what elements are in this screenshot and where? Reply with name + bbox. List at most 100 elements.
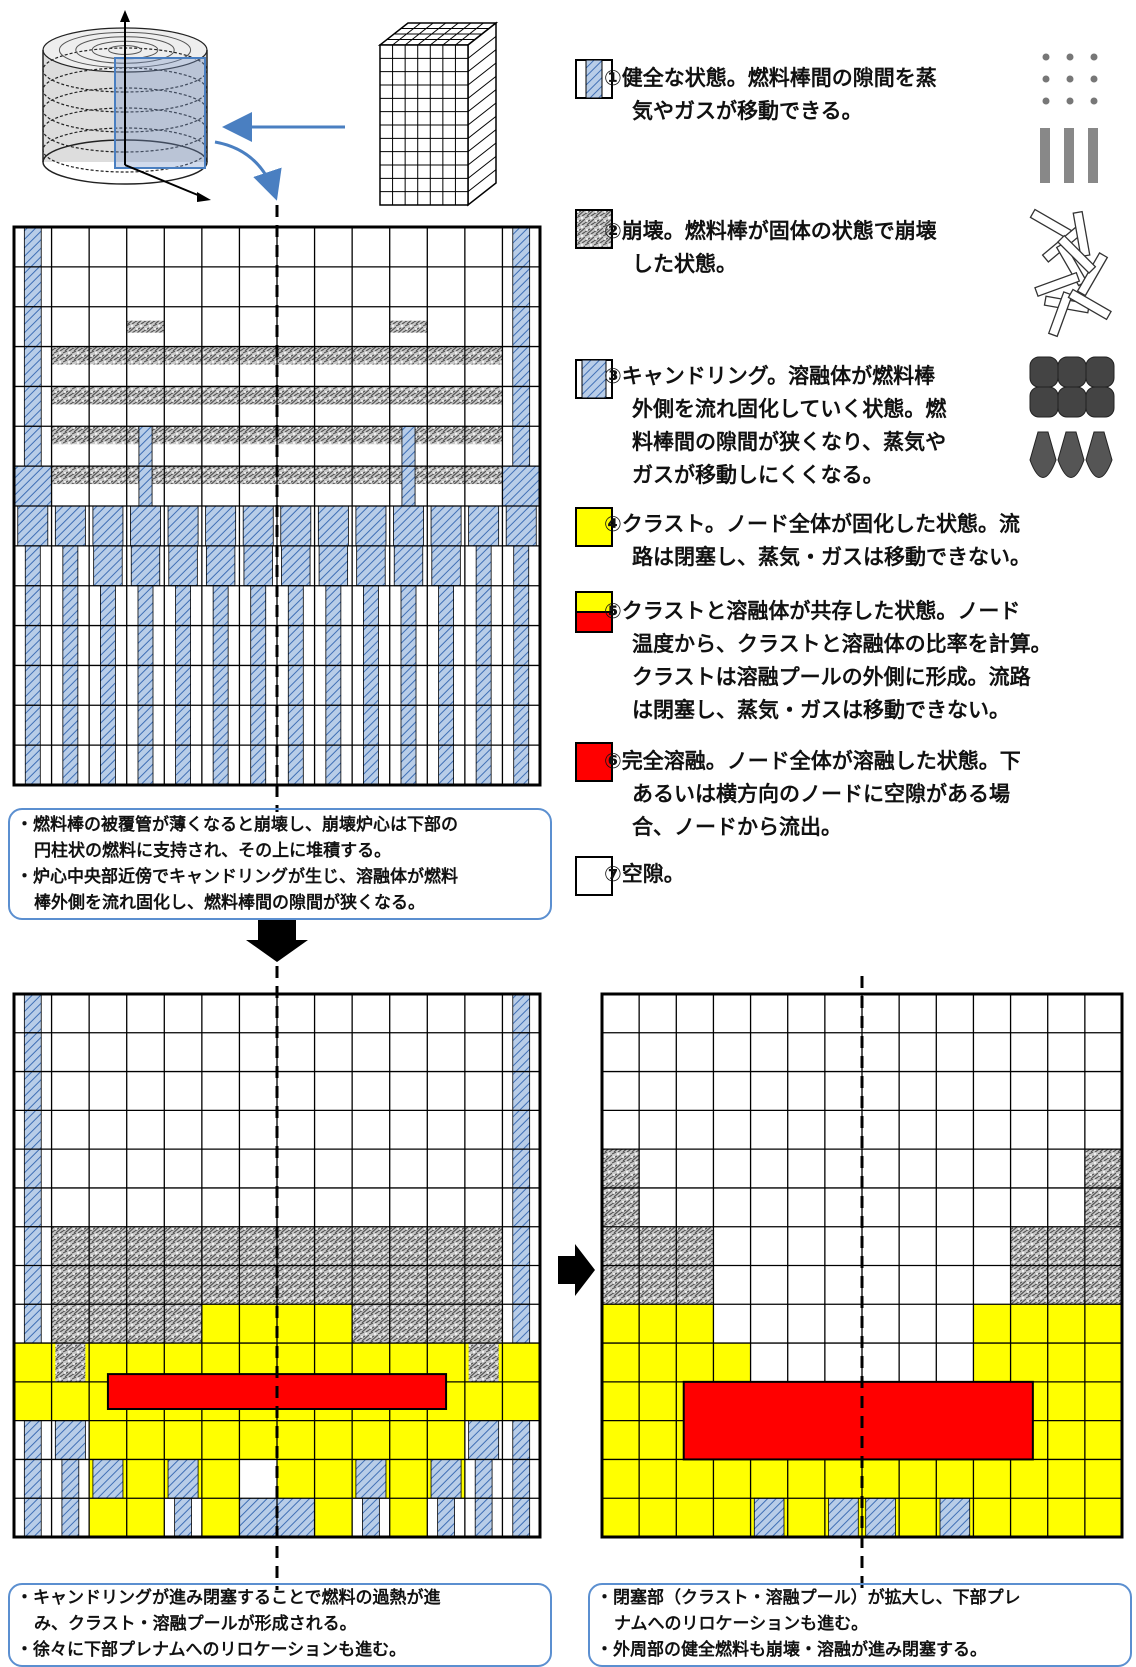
healthy-rod: [475, 545, 492, 587]
core-cylinder-illustration: [42, 10, 211, 202]
crust: [164, 1420, 202, 1460]
crust: [602, 1420, 640, 1460]
healthy-rod: [325, 704, 342, 746]
assembly-line: [467, 75, 497, 99]
assembly-line: [467, 169, 497, 193]
crust: [201, 1498, 240, 1537]
healthy-rod: [175, 704, 191, 746]
debris: [239, 1226, 277, 1266]
debris: [389, 320, 428, 333]
debris: [89, 466, 127, 485]
healthy-rod: [174, 1497, 192, 1538]
debris: [314, 466, 353, 485]
crust: [602, 1459, 640, 1499]
healthy-block: [92, 1459, 124, 1499]
debris: [277, 426, 315, 445]
healthy-rod: [212, 585, 229, 626]
candled-block: [505, 505, 537, 547]
rod-top: [1090, 97, 1098, 105]
crust: [427, 1420, 465, 1460]
healthy-rod: [24, 665, 41, 706]
healthy-rod: [137, 665, 154, 706]
debris: [201, 386, 240, 405]
debris: [164, 346, 202, 365]
axis-arrow: [197, 192, 211, 202]
debris: [1084, 1187, 1122, 1227]
debris: [89, 1304, 127, 1344]
axis-x: [124, 164, 206, 199]
debris: [51, 1265, 90, 1305]
crust: [502, 1343, 540, 1382]
healthy-rod: [513, 744, 530, 786]
rod-top: [1090, 53, 1098, 61]
crust: [1010, 1304, 1048, 1344]
healthy-rod: [23, 1226, 42, 1266]
debris: [464, 426, 503, 445]
candled-block: [205, 545, 236, 587]
healthy-rod: [363, 625, 379, 666]
debris: [427, 1265, 465, 1305]
healthy-rod: [363, 744, 379, 786]
debris: [51, 466, 90, 485]
melt-pool: [682, 1380, 1034, 1461]
debris: [602, 1149, 640, 1188]
crust: [201, 1420, 240, 1460]
debris: [164, 1304, 202, 1344]
crust: [89, 1498, 127, 1537]
debris: [1084, 1149, 1122, 1188]
healthy-rod: [23, 1265, 42, 1305]
candled-block: [317, 505, 349, 547]
crust: [201, 1459, 240, 1499]
crust: [502, 1381, 540, 1421]
healthy-rod: [401, 465, 416, 507]
debris: [201, 466, 240, 485]
debris: [427, 386, 465, 405]
assembly-line: [467, 142, 497, 166]
debris: [389, 346, 428, 365]
candled-block: [243, 545, 273, 587]
crust: [389, 1459, 428, 1499]
healthy-rod: [23, 226, 42, 268]
debris: [164, 466, 202, 485]
rod-top: [1066, 75, 1074, 83]
healthy-rod: [438, 744, 454, 786]
candled-rod-top: [1085, 356, 1115, 388]
candled-block: [355, 505, 387, 547]
healthy-rod: [23, 306, 42, 347]
note-stage3: ・閉塞部（クラスト・溶融プール）が拡大し、下部プレ ナムへのリロケーションも進む…: [596, 1588, 1021, 1660]
healthy-rod: [175, 585, 191, 626]
healthy-rod: [513, 704, 530, 746]
debris: [89, 1226, 127, 1266]
healthy-rod: [512, 425, 531, 467]
crust: [314, 1304, 353, 1344]
candled-rod-side: [1029, 431, 1057, 478]
debris: [314, 1265, 353, 1305]
healthy-rod: [138, 425, 153, 467]
candled-block: [14, 466, 52, 506]
debris: [1010, 1226, 1048, 1266]
debris: [277, 1226, 315, 1266]
healthy-rod: [62, 585, 79, 626]
crust: [602, 1381, 640, 1421]
crust: [602, 1498, 640, 1537]
candled-rod-top: [1029, 386, 1059, 418]
rod-side: [1064, 128, 1074, 183]
crust: [824, 1459, 862, 1499]
debris: [352, 426, 390, 445]
debris: [427, 466, 465, 485]
healthy-rod: [62, 545, 79, 587]
healthy-rod: [23, 1032, 42, 1072]
healthy-rod: [100, 744, 116, 786]
debris: [164, 386, 202, 405]
debris: [427, 1304, 465, 1344]
healthy-block: [430, 1459, 462, 1499]
debris: [352, 346, 390, 365]
healthy-rod: [475, 585, 492, 626]
legend-icon-collapsed: [575, 209, 613, 249]
debris: [427, 426, 465, 445]
healthy-rod: [250, 585, 267, 626]
healthy-rod: [512, 1032, 531, 1072]
debris: [676, 1226, 714, 1266]
rod-top: [1042, 75, 1050, 83]
candled-block: [17, 505, 49, 547]
